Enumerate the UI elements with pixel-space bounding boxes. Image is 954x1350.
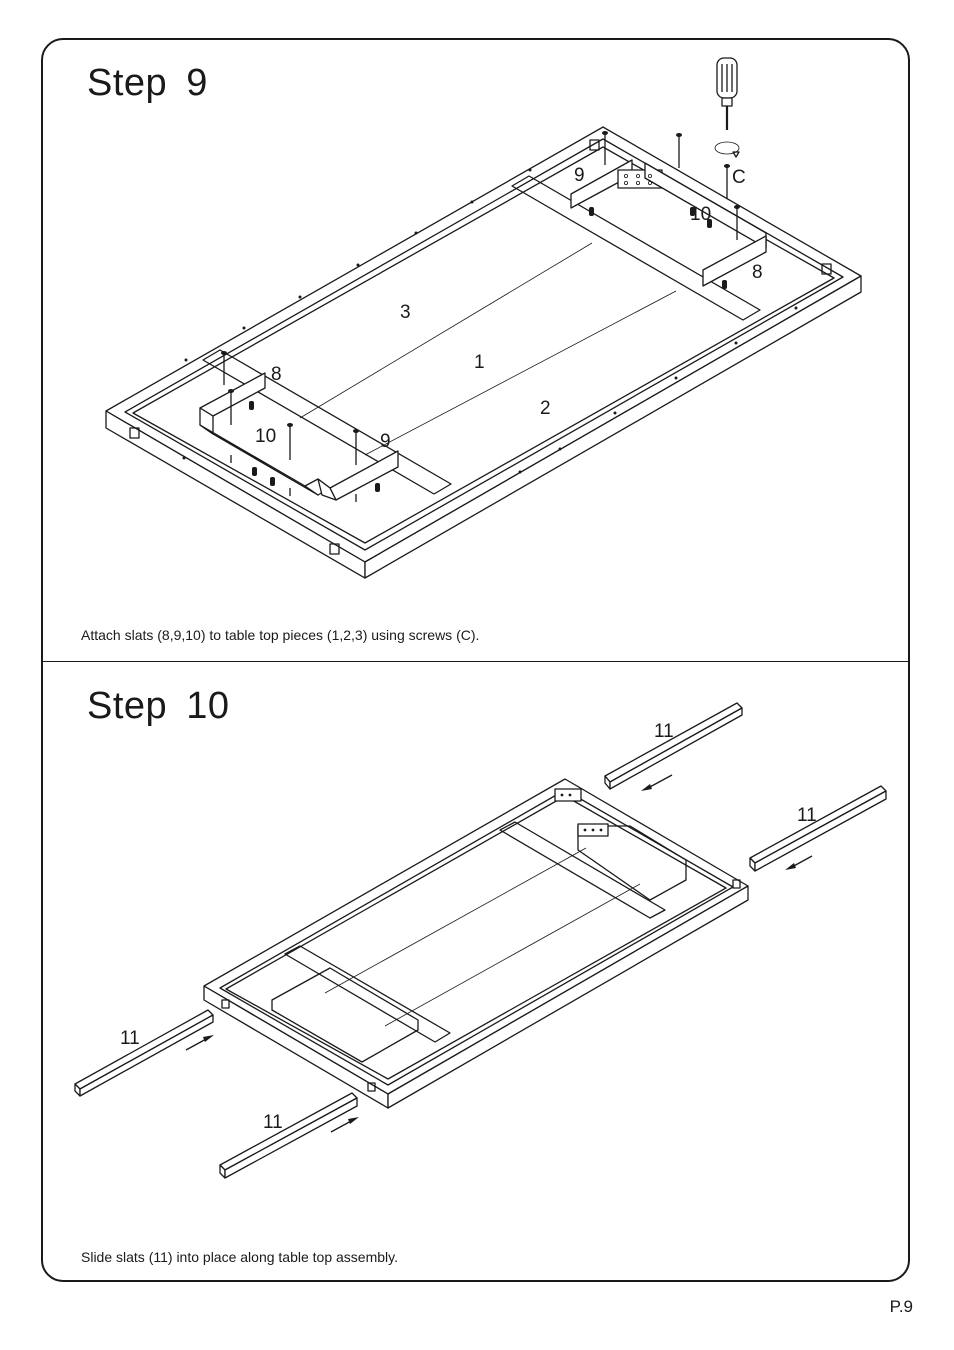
screwdriver-icon [716,57,738,130]
label-slat-10-left: 10 [255,426,276,447]
label-slat-10-right: 10 [690,204,711,225]
label-slat-8-left: 8 [271,364,282,385]
step-9-title: Step 9 [87,62,208,104]
rotate-arrow-icon [714,141,740,158]
step-10-slat-11-left [74,1009,214,1097]
label-piece-3: 3 [400,302,411,323]
step-10-title: Step 10 [87,685,230,727]
page-frame [41,38,910,1282]
step-9-caption: Attach slats (8,9,10) to table top piece… [81,627,480,643]
step-9-right-bracket [570,131,767,289]
page-number: P.9 [889,1297,913,1316]
step-10-caption: Slide slats (11) into place along table … [81,1249,398,1265]
label-slat-11-top: 11 [654,721,674,742]
label-slat-9-right: 9 [574,165,585,186]
step-10-table-top [203,778,749,1109]
label-slat-11-left: 11 [120,1028,140,1049]
label-slat-11-right: 11 [797,805,817,826]
step-10-slat-11-top [604,702,743,791]
step-divider [41,661,910,662]
step-10-slat-11-bottom [219,1092,359,1179]
step-9-left-bracket [199,351,399,502]
label-piece-2: 2 [540,398,551,419]
label-piece-1: 1 [474,352,485,373]
label-slat-9-left: 9 [380,431,391,452]
label-slat-8-right: 8 [752,262,763,283]
step-9-table-top [105,126,862,579]
label-screw-c: C [732,167,746,188]
label-slat-11-bottom: 11 [263,1112,283,1133]
step-10-slat-11-right [749,785,887,872]
